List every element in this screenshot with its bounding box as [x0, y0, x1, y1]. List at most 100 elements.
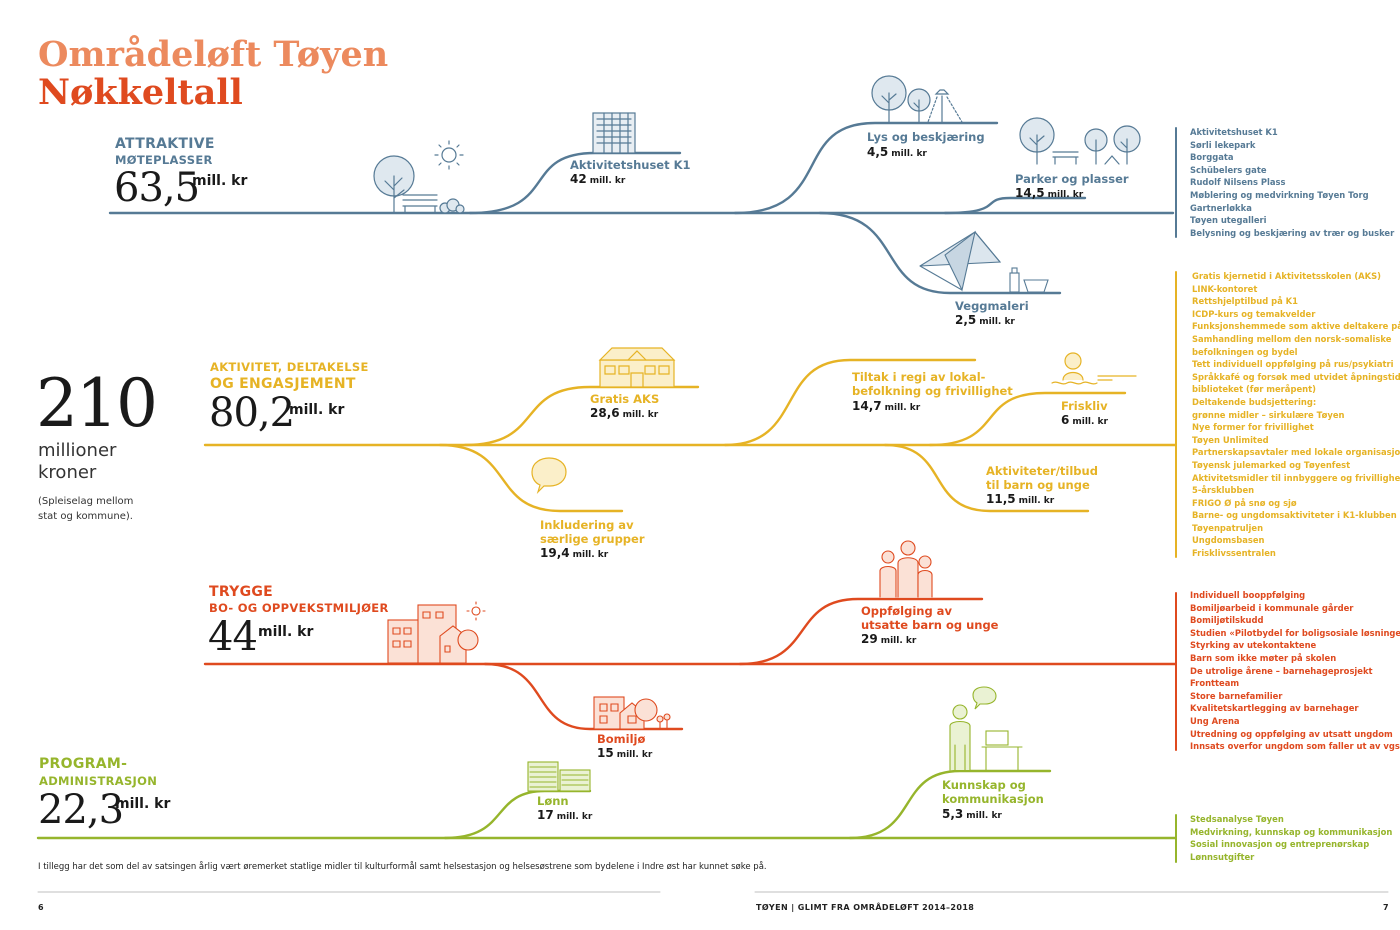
- branch-label: Lys og beskjæring: [867, 130, 985, 144]
- presenter-icon: [949, 686, 1023, 771]
- page-title-line1: Områdeløft Tøyen: [38, 34, 389, 75]
- list-item: grønne midler – sirkulære Tøyen: [1192, 409, 1345, 420]
- branch-lonn: [443, 789, 592, 840]
- branch-label: Bomiljø: [597, 732, 646, 746]
- family-people-icon: [879, 540, 933, 598]
- list-item: Lønnsutgifter: [1190, 851, 1255, 862]
- list-item: FRIGO Ø på snø og sjø: [1192, 497, 1297, 508]
- branch-amount: 17: [537, 808, 554, 822]
- section-subtitle: OG ENGASJEMENT: [210, 376, 356, 392]
- list-item: Ungdomsbasen: [1192, 535, 1265, 546]
- page-title-line2: Nøkkeltall: [38, 72, 243, 113]
- branch-amount: 6: [1061, 413, 1070, 427]
- sun-icon: [434, 140, 464, 170]
- section-value: 63,5: [114, 165, 200, 211]
- branch-tiltak: [723, 358, 977, 447]
- section-unit: mill. kr: [258, 624, 314, 640]
- branch-bomiljo: [483, 662, 684, 731]
- list-item: De utrolige årene – barnehageprosjekt: [1190, 665, 1373, 676]
- list-item: Borggata: [1190, 152, 1234, 163]
- list-item: Innsats overfor ungdom som faller ut av …: [1190, 741, 1400, 752]
- branch-inkludering: [438, 443, 624, 513]
- branch-lys-beskjaering: [733, 121, 999, 215]
- trees-park-icon: [1019, 117, 1141, 165]
- list-item: Gratis kjernetid i Aktivitetsskolen (AKS…: [1192, 271, 1381, 281]
- branch-amount: 4,5: [867, 145, 889, 159]
- list-item: Schübelers gate: [1190, 164, 1267, 175]
- program-item-list: Stedsanalyse Tøyen Medvirkning, kunnskap…: [1190, 813, 1392, 863]
- branch-unit: mill. kr: [616, 750, 653, 760]
- section-unit: mill. kr: [115, 796, 171, 812]
- section-value: 22,3: [38, 787, 124, 833]
- list-item: Språkkafé og forsøk med utvidet åpningst…: [1192, 371, 1400, 382]
- branch-label: Tiltak i regi av lokal-: [852, 370, 986, 384]
- section-subtitle: MØTEPLASSER: [115, 153, 213, 167]
- list-item: Barne- og ungdomsaktiviteter i K1-klubbe…: [1192, 510, 1397, 521]
- branch-label-line2: befolkning og frivillighet: [852, 384, 1013, 398]
- branch-amount: 42: [570, 172, 587, 186]
- list-item: Aktivitetsmidler til innbyggere og frivi…: [1192, 472, 1400, 483]
- list-item: Tøyenpatruljen: [1192, 522, 1264, 533]
- list-item: 5-årsklubben: [1192, 485, 1255, 496]
- list-item: Gartnerløkka: [1190, 202, 1252, 213]
- total-note-line1: (Spleiselag mellom: [38, 496, 134, 507]
- branch-label: Aktivitetshuset K1: [570, 158, 691, 172]
- branch-amount: 11,5: [986, 492, 1016, 506]
- list-item: Frisklivssentralen: [1192, 548, 1276, 559]
- aktivitet-branches: [203, 271, 1177, 558]
- branch-amount: 15: [597, 746, 614, 760]
- section-unit: mill. kr: [192, 173, 248, 189]
- branch-unit: mill. kr: [884, 403, 921, 413]
- houses-bomiljo-icon: [593, 696, 671, 730]
- branch-unit: mill. kr: [880, 636, 917, 646]
- branch-kunnskap: [848, 769, 1052, 840]
- branch-amount: 28,6: [590, 406, 620, 420]
- school-aks-icon: [598, 347, 676, 388]
- branch-gratis-aks: [463, 385, 700, 447]
- list-item: Barn som ikke møter på skolen: [1190, 652, 1337, 663]
- section-title: AKTIVITET, DELTAKELSE: [210, 360, 369, 374]
- branch-amount: 19,4: [540, 546, 570, 560]
- aktivitet-item-list: Gratis kjernetid i Aktivitetsskolen (AKS…: [1192, 270, 1400, 560]
- total-note-line2: stat og kommune).: [38, 511, 133, 522]
- trees-lamp-icon: [871, 75, 963, 123]
- branch-unit: mill. kr: [966, 811, 1002, 821]
- list-item: Tett individuell oppfølging på rus/psyki…: [1192, 359, 1394, 370]
- section-value: 44: [208, 614, 258, 660]
- branch-veggmaleri: [818, 211, 1062, 295]
- list-item: befolkningen og bydel: [1192, 346, 1298, 357]
- list-item: Tøyensk julemarked og Tøyenfest: [1192, 459, 1351, 470]
- page-number-right: 7: [1383, 903, 1389, 912]
- list-item: Sosial innovasjon og entreprenørskap: [1190, 839, 1370, 850]
- page-number-left: 6: [38, 903, 44, 912]
- branch-amount: 29: [861, 632, 878, 646]
- branch-label: Aktiviteter/tilbud: [986, 464, 1098, 478]
- list-item: Samhandling mellom den norsk-somaliske: [1192, 333, 1392, 344]
- list-item: Tøyen Unlimited: [1192, 434, 1269, 445]
- branch-label: Inkludering av: [540, 518, 634, 532]
- tree-bench-icon: [373, 155, 465, 214]
- branch-amount: 14,5: [1015, 186, 1045, 200]
- branch-label: Kunnskap og: [942, 778, 1026, 792]
- list-item: Sørli lekepark: [1190, 139, 1256, 150]
- list-item: Aktivitetshuset K1: [1190, 127, 1278, 137]
- branch-aktiviteter-tilbud: [883, 443, 1090, 513]
- section-subtitle: BO- OG OPPVEKSTMILJØER: [209, 601, 389, 615]
- total-unit-line2: kroner: [38, 462, 97, 483]
- branch-label: Friskliv: [1061, 399, 1108, 413]
- program-branches: [36, 769, 1177, 863]
- list-item: Rettshjelptilbud på K1: [1192, 296, 1298, 307]
- branch-parker-plasser: [943, 196, 1087, 215]
- branch-label-line2: kommunikasjon: [942, 792, 1044, 806]
- list-item: ICDP-kurs og temakvelder: [1192, 308, 1316, 319]
- section-title: PROGRAM-: [39, 756, 128, 772]
